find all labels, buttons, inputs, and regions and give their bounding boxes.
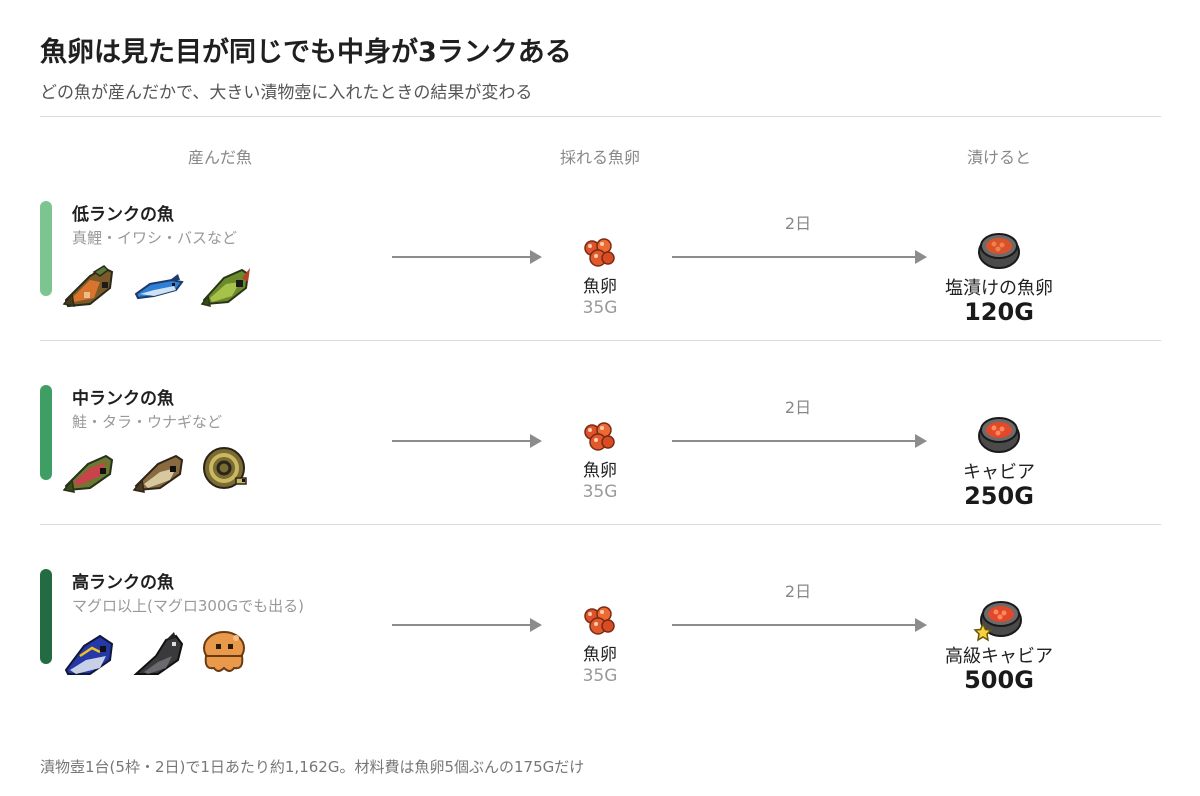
column-header-result: 漬けると [966, 148, 1032, 167]
roe-price: 35G [582, 298, 618, 318]
arrow-roe-to-result [672, 618, 927, 632]
product-price: 500G [964, 666, 1034, 694]
arrow-roe-to-result [672, 250, 927, 264]
product-name: 高級キャビア [945, 646, 1053, 667]
roe-name: 魚卵 [583, 277, 617, 297]
fish-examples: 鮭・タラ・ウナギなど [72, 413, 223, 431]
product-price: 120G [964, 298, 1034, 326]
days-label: 2日 [784, 398, 812, 417]
rank-label: 中ランクの魚 [72, 389, 174, 409]
roe-icon [584, 422, 615, 451]
fish-examples: マグロ以上(マグロ300Gでも出る) [72, 597, 304, 615]
rank-label: 低ランクの魚 [72, 205, 174, 225]
pot-icon [978, 417, 1020, 453]
page-title: 魚卵は見た目が同じでも中身が3ランクある [40, 37, 572, 68]
roe-price: 35G [582, 482, 618, 502]
pot-icon [978, 233, 1020, 269]
arrow-roe-to-result [672, 434, 927, 448]
product-price: 250G [964, 482, 1034, 510]
rank-color-bar [40, 385, 52, 480]
divider [40, 340, 1161, 341]
column-header-roe: 採れる魚卵 [559, 148, 641, 167]
bass-icon [196, 258, 252, 310]
footnote: 漬物壺1台(5枠・2日)で1日あたり約1,162G。材料費は魚卵5個ぶんの175… [40, 758, 585, 776]
fish-examples: 真鯉・イワシ・バスなど [72, 229, 238, 247]
product-name: キャビア [963, 462, 1035, 483]
column-header-fish: 産んだ魚 [187, 148, 253, 167]
page-subtitle: どの魚が産んだかで、大きい漬物壺に入れたときの結果が変わる [40, 83, 533, 103]
sturgeon-icon [130, 626, 186, 678]
days-label: 2日 [784, 582, 812, 601]
sardine-icon [130, 258, 186, 310]
eel-icon [196, 442, 252, 494]
divider [40, 524, 1161, 525]
carp-icon [60, 258, 116, 310]
days-label: 2日 [784, 214, 812, 233]
product-name: 塩漬けの魚卵 [945, 278, 1053, 299]
rank-label: 高ランクの魚 [72, 573, 174, 593]
cod-icon [130, 442, 186, 494]
star-icon [973, 622, 993, 642]
octopus-icon [196, 626, 252, 678]
roe-icon [584, 238, 615, 267]
arrow-fish-to-roe [392, 434, 542, 448]
pot-star-icon [973, 601, 1022, 642]
tuna-icon [60, 626, 116, 678]
arrow-fish-to-roe [392, 250, 542, 264]
divider [40, 116, 1161, 117]
rank-row-high: 高ランクの魚 マグロ以上(マグロ300Gでも出る) [0, 554, 1200, 738]
rank-row-low: 低ランクの魚 真鯉・イワシ・バスなど [0, 186, 1200, 370]
rank-color-bar [40, 569, 52, 664]
rank-row-mid: 中ランクの魚 鮭・タラ・ウナギなど [0, 370, 1200, 554]
roe-icon [584, 606, 615, 635]
roe-name: 魚卵 [583, 461, 617, 481]
salmon-icon [60, 442, 116, 494]
roe-name: 魚卵 [583, 645, 617, 665]
roe-price: 35G [582, 666, 618, 686]
arrow-fish-to-roe [392, 618, 542, 632]
rank-color-bar [40, 201, 52, 296]
